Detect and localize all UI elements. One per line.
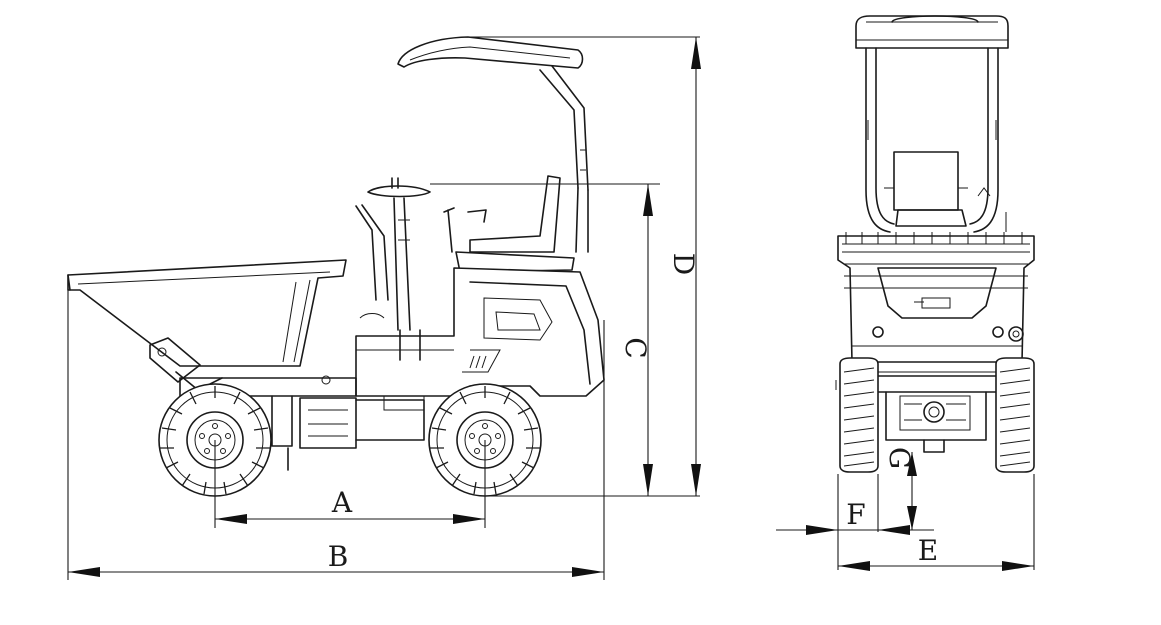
side-view [67,36,701,580]
dimension-label-d: D [667,253,700,275]
dimension-label-a: A [331,486,353,519]
front-dimensions [776,452,1035,571]
front-view [776,15,1035,571]
dimension-label-c: C [619,337,652,358]
side-steering [355,177,431,331]
side-dimensions [67,36,701,580]
dimension-label-e: E [918,534,938,567]
side-seat [443,175,575,273]
front-right-wheel [995,357,1035,473]
front-canopy [855,15,1009,233]
side-chassis [179,375,425,471]
front-seat [884,151,1007,232]
side-body [355,267,605,411]
front-body [837,232,1035,373]
side-skip [67,259,347,391]
front-left-wheel [839,357,879,473]
dimension-label-f: F [846,498,865,531]
side-canopy [397,36,589,253]
dimension-label-b: B [328,540,349,573]
dimension-label-g: G [883,447,916,469]
